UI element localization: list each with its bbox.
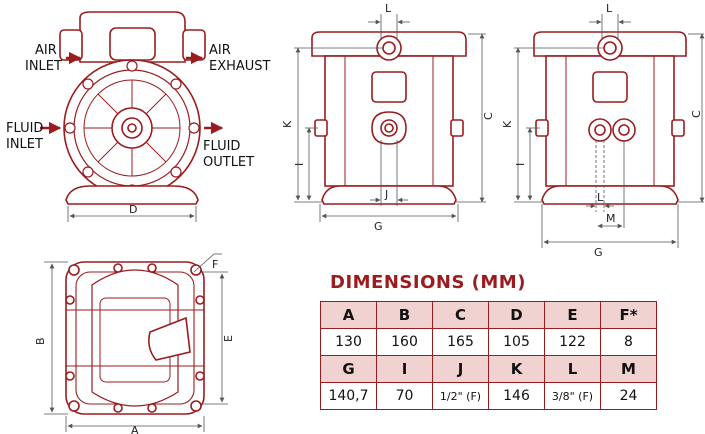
top-view-dim-lines	[44, 253, 228, 432]
dim-C-2: C	[690, 110, 703, 118]
table-header-cell: A	[320, 301, 377, 329]
table-header-cell: L	[544, 355, 601, 383]
dim-C-1: C	[482, 112, 495, 120]
table-cell: 1/2" (F)	[432, 382, 489, 410]
table-header-cell: F*	[600, 301, 657, 329]
side-1-dim-lines	[294, 14, 486, 222]
dim-E: E	[222, 335, 235, 342]
table-cell: 140,7	[320, 382, 377, 410]
fluid-inlet-label: FLUID	[6, 121, 43, 136]
side-view-1	[311, 31, 467, 205]
dim-L-2: L	[606, 2, 613, 15]
table-header-cell: B	[376, 301, 433, 329]
dim-L-bottom: L	[597, 191, 604, 204]
dim-M: M	[606, 212, 616, 225]
air-exhaust-label-2: EXHAUST	[209, 59, 271, 74]
dim-F: F	[212, 258, 218, 271]
dim-A: A	[131, 424, 139, 434]
table-cell: 8	[600, 328, 657, 356]
table-cell: 70	[376, 382, 433, 410]
table-cell: 3/8" (F)	[544, 382, 601, 410]
front-view	[59, 11, 206, 205]
table-cell: 130	[320, 328, 377, 356]
dim-B: B	[34, 337, 47, 345]
table-header-cell: J	[432, 355, 489, 383]
dim-K-2: K	[501, 120, 514, 128]
air-exhaust-label: AIR	[209, 43, 231, 58]
side-2-dim-lines	[514, 14, 705, 248]
dim-K-1: K	[281, 120, 294, 128]
table-cell: 122	[544, 328, 601, 356]
dim-D-line	[67, 206, 197, 222]
table-cell: 160	[376, 328, 433, 356]
side-view-2	[533, 31, 687, 205]
dim-G-1: G	[374, 220, 383, 233]
table-cell: 105	[488, 328, 545, 356]
dim-D: D	[129, 203, 137, 216]
dim-J: J	[384, 188, 388, 201]
table-header-cell: K	[488, 355, 545, 383]
table-header-cell: G	[320, 355, 377, 383]
dim-G-2: G	[594, 246, 603, 259]
flow-arrows	[40, 51, 224, 135]
dim-L-1: L	[385, 2, 392, 15]
fluid-outlet-label: FLUID	[203, 139, 240, 154]
table-cell: 146	[488, 382, 545, 410]
table-header-cell: M	[600, 355, 657, 383]
table-header-cell: C	[432, 301, 489, 329]
dim-I-2: I	[514, 163, 527, 166]
top-view	[65, 261, 205, 415]
air-inlet-label: AIR	[35, 43, 57, 58]
table-cell: 165	[432, 328, 489, 356]
air-inlet-label-2: INLET	[25, 59, 62, 74]
fluid-inlet-label-2: INLET	[6, 137, 43, 152]
dimensions-title: DIMENSIONS (MM)	[330, 272, 526, 293]
dim-I-1: I	[293, 163, 306, 166]
table-header-cell: E	[544, 301, 601, 329]
table-header-cell: I	[376, 355, 433, 383]
fluid-outlet-label-2: OUTLET	[203, 155, 254, 170]
table-header-cell: D	[488, 301, 545, 329]
table-cell: 24	[600, 382, 657, 410]
